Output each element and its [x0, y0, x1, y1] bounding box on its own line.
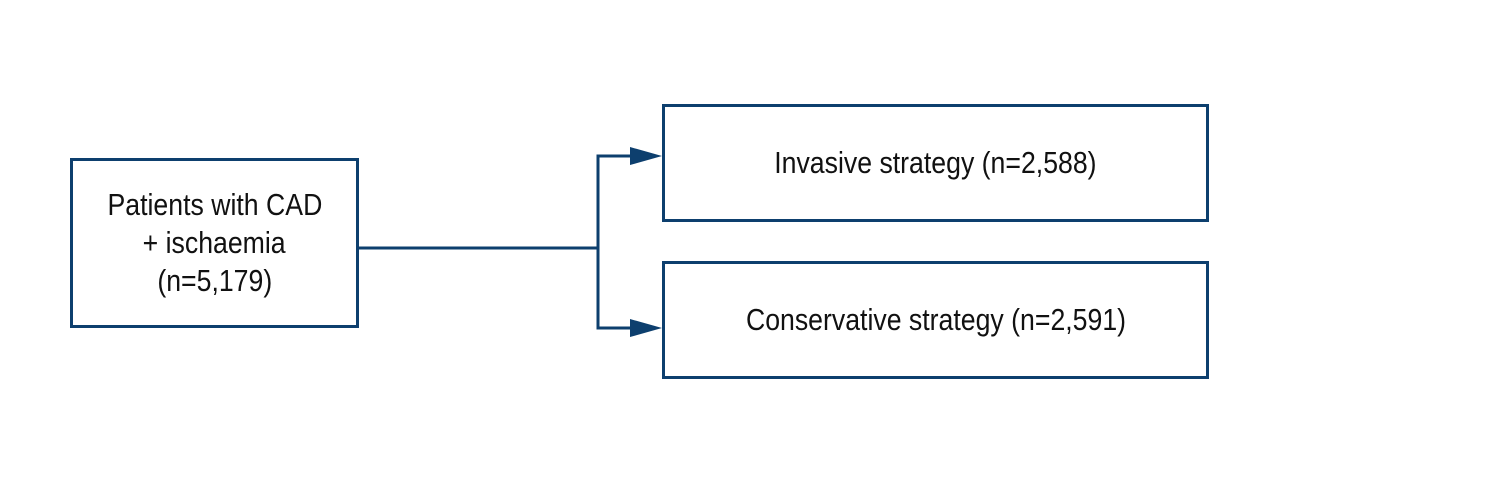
target-box-conservative: Conservative strategy (n=2,591) — [662, 261, 1209, 379]
target-box-invasive: Invasive strategy (n=2,588) — [662, 104, 1209, 222]
arrowhead-invasive-icon — [630, 147, 662, 165]
arrowhead-conservative-icon — [630, 319, 662, 337]
source-line-1: Patients with CAD — [107, 187, 322, 222]
invasive-label: Invasive strategy (n=2,588) — [774, 145, 1097, 180]
conservative-label: Conservative strategy (n=2,591) — [745, 302, 1126, 337]
source-box-patients: Patients with CAD + ischaemia (n=5,179) — [70, 158, 359, 328]
source-line-3: (n=5,179) — [157, 263, 272, 298]
source-line-2: + ischaemia — [142, 225, 287, 260]
